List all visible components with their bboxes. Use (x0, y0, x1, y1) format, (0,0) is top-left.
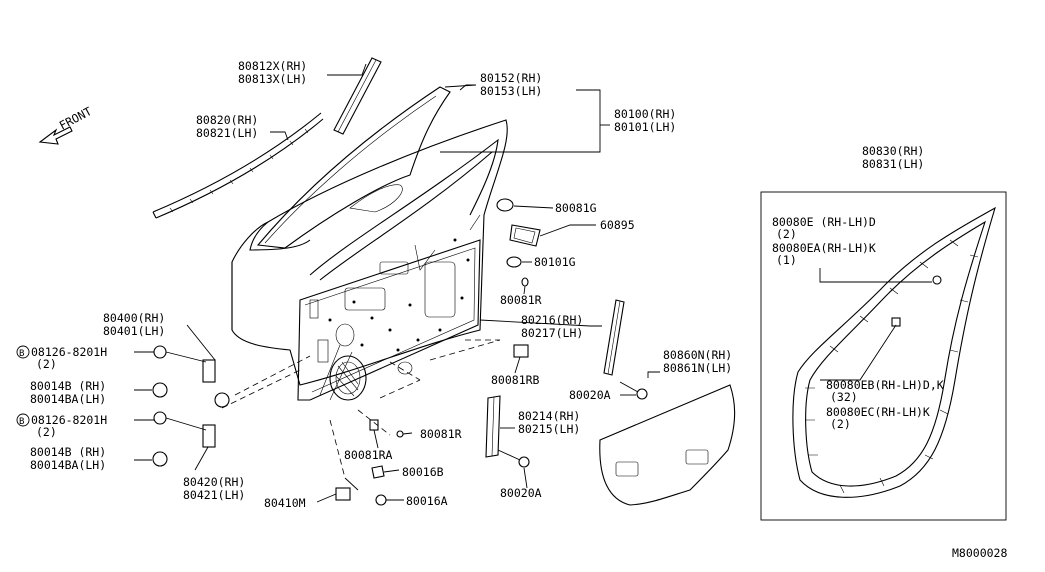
label-60895: 60895 (600, 218, 635, 232)
label-80100: 80100(RH)80101(LH) (614, 107, 676, 134)
label-80020a-top: 80020A (569, 388, 611, 402)
door-shell-80100 (231, 119, 508, 401)
label-80830: 80830(RH)80831(LH) (862, 144, 924, 171)
label-80214: 80214(RH)80215(LH) (518, 409, 580, 436)
bolt-80020a-bottom (497, 449, 530, 468)
sash-80216 (603, 299, 625, 376)
label-80420: 80420(RH)80421(LH) (183, 475, 245, 502)
bolt-marker-b-icon-1: B (16, 345, 30, 359)
svg-text:B: B (19, 417, 24, 427)
door-glass-80152 (256, 86, 451, 249)
hinge-80420 (152, 411, 216, 467)
label-80016a: 80016A (406, 494, 448, 508)
weatherstrip-80830 (792, 206, 996, 498)
label-80014-b: 80014B (RH)80014BA(LH) (30, 445, 106, 472)
sash-80214 (485, 395, 501, 458)
plug-80101g (506, 256, 522, 268)
label-80152: 80152(RH)80153(LH) (480, 71, 542, 98)
bolt-marker-b-icon-2: B (16, 413, 30, 427)
label-80081g: 80081G (555, 201, 597, 215)
label-80812x: 80812X(RH)80813X(LH) (238, 59, 307, 86)
diagram-id: M8000028 (952, 546, 1007, 560)
label-80081r-top: 80081R (500, 293, 542, 307)
label-80101g: 80101G (534, 255, 576, 269)
outer-moulding-80820 (152, 112, 324, 219)
label-80216: 80216(RH)80217(LH) (521, 313, 583, 340)
label-80080e: 80080E (RH-LH)D(2) (772, 215, 876, 241)
front-label: FRONT (57, 104, 94, 133)
label-80080ec: 80080EC(RH-LH)K(2) (826, 405, 930, 431)
label-80016b: 80016B (402, 465, 444, 479)
plug-80081r-top (521, 277, 529, 287)
label-80081rb: 80081RB (491, 373, 540, 387)
label-80081r-bottom: 80081R (420, 427, 462, 441)
grommet-80081g (496, 198, 514, 212)
label-80820: 80820(RH)80821(LH) (196, 113, 258, 140)
front-arrow-icon (38, 126, 73, 145)
seal-60895 (509, 224, 541, 247)
label-80860n: 80860N(RH)80861N(LH) (663, 348, 732, 375)
window-trim-80812x (333, 57, 382, 135)
label-80080ea: 80080EA(RH-LH)K(1) (772, 241, 876, 267)
label-80410m: 80410M (264, 496, 306, 510)
plug-80081r-bottom (396, 430, 404, 438)
leader-lines (134, 63, 932, 503)
svg-text:B: B (19, 349, 24, 359)
trim-80860n (599, 384, 736, 506)
label-08126-b: 08126-8201H(2) (31, 413, 107, 439)
label-80400: 80400(RH)80401(LH) (103, 311, 165, 338)
clip-80081rb (513, 344, 529, 358)
label-80020a-bottom: 80020A (500, 486, 542, 500)
bolt-80020a-top (619, 381, 648, 400)
label-80014-a: 80014B (RH)80014BA(LH) (30, 379, 106, 406)
hinge-80400 (152, 345, 230, 408)
label-80081ra: 80081RA (344, 448, 393, 462)
label-80080eb: 80080EB(RH-LH)D,K(32) (826, 378, 944, 404)
label-08126-a: 08126-8201H(2) (31, 345, 107, 371)
dashed-guides (221, 339, 501, 479)
weatherstrip-inset-box (760, 191, 1007, 521)
